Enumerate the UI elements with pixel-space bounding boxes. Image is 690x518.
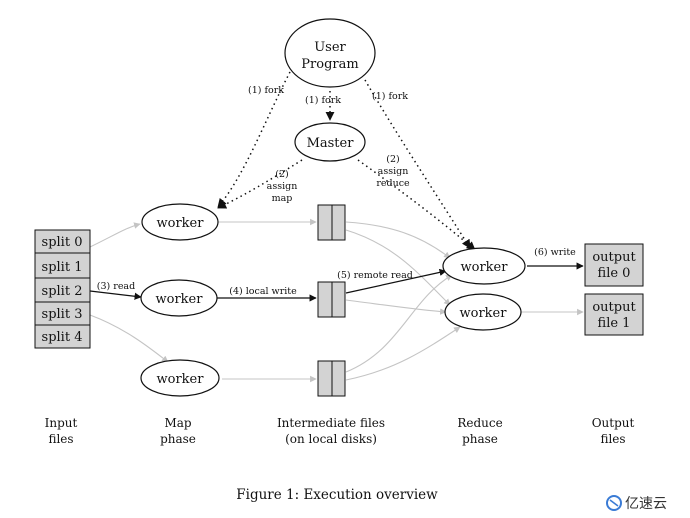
fork-left-label: (1) fork	[248, 85, 284, 96]
map-worker-2-label: worker	[156, 292, 204, 307]
split-label-3: split 3	[42, 307, 83, 322]
watermark-text: 亿速云	[625, 496, 667, 512]
phase-intermediate-line2: (on local disks)	[285, 432, 377, 446]
figure-caption: Figure 1: Execution overview	[236, 487, 438, 503]
phase-output-line2: files	[600, 432, 625, 446]
output-file-0-line2: file 0	[598, 266, 631, 281]
map-worker-3-label: worker	[157, 372, 205, 387]
phase-intermediate-line1: Intermediate files	[277, 416, 385, 430]
assign-map-label-line3: map	[272, 193, 293, 204]
edge-file2-reduce1	[345, 299, 447, 315]
fork-right-label: (1) fork	[372, 91, 408, 102]
control-edges	[217, 71, 476, 251]
split-label-2: split 2	[42, 284, 83, 299]
assign-reduce-label-line1: (2)	[386, 154, 399, 165]
edge-split0-worker1	[89, 222, 141, 248]
read-edge	[89, 290, 142, 300]
map-worker-1: worker	[141, 203, 219, 241]
intermediate-file-1	[317, 204, 346, 241]
edge-file1-reduce1	[345, 229, 451, 306]
watermark-logo-icon	[606, 495, 622, 511]
phase-labels: Input files Map phase Intermediate files…	[45, 416, 635, 446]
phase-reduce-line2: phase	[462, 432, 498, 446]
read-label: (3) read	[97, 281, 135, 292]
user-program-label-line1: User	[314, 40, 346, 55]
phase-input-line2: files	[48, 432, 73, 446]
assign-map-edge	[217, 159, 303, 209]
phase-output-line1: Output	[592, 416, 635, 430]
fork-to-reduce-edge	[364, 79, 471, 249]
fork-to-worker-edge	[217, 71, 291, 208]
assign-map-label-line2: assign	[267, 181, 298, 192]
split-box-4	[34, 324, 91, 349]
split-box-1	[34, 252, 91, 279]
output-file-1: output file 1	[584, 293, 644, 336]
output-file-1-line1: output	[592, 300, 636, 315]
input-splits: split 0 split 1 split 2 split 3 split 4	[34, 229, 91, 349]
assign-reduce-label-line2: assign	[378, 166, 409, 177]
user-program-node: User Program	[284, 18, 376, 88]
map-worker-3: worker	[140, 359, 220, 397]
write-label: (6) write	[534, 247, 576, 258]
split-label-1: split 1	[42, 260, 83, 275]
split-box-2	[34, 277, 91, 303]
assign-reduce-label-line3: reduce	[376, 178, 410, 189]
master-node: Master	[294, 122, 366, 162]
reduce-worker-1: worker	[442, 247, 526, 285]
edge-labels: (1) fork (1) fork (1) fork (2) assign ma…	[97, 85, 576, 297]
dataflow-edges	[89, 262, 584, 302]
watermark: 亿速云	[606, 495, 667, 512]
split-label-4: split 4	[42, 330, 83, 345]
edge-file3-reduce0	[345, 274, 453, 373]
output-file-0-line1: output	[592, 250, 636, 265]
reduce-worker-2-label: worker	[460, 306, 508, 321]
map-worker-1-label: worker	[157, 216, 205, 231]
edge-file1-reduce0	[345, 221, 451, 259]
master-label: Master	[307, 136, 355, 151]
output-file-1-line2: file 1	[598, 316, 631, 331]
output-file-0: output file 0	[584, 243, 644, 287]
intermediate-file-3	[317, 360, 346, 397]
split-label-0: split 0	[42, 235, 83, 250]
remote-read-label: (5) remote read	[337, 270, 413, 281]
phase-input-line1: Input	[45, 416, 78, 430]
edge-split3-worker3	[89, 314, 169, 363]
assign-reduce-edge	[357, 159, 476, 251]
remote-read-edge	[345, 268, 447, 294]
user-program-label-line2: Program	[301, 57, 358, 72]
phase-reduce-line1: Reduce	[457, 416, 502, 430]
fork-center-label: (1) fork	[305, 95, 341, 106]
faint-edges	[89, 218, 584, 383]
edge-file3-reduce1	[345, 326, 461, 381]
local-write-label: (4) local write	[229, 286, 297, 297]
intermediate-file-2	[317, 281, 346, 318]
phase-map-line1: Map	[164, 416, 191, 430]
reduce-worker-2: worker	[444, 293, 522, 331]
assign-map-label-line1: (2)	[275, 169, 288, 180]
reduce-worker-1-label: worker	[461, 260, 509, 275]
phase-map-line2: phase	[160, 432, 196, 446]
map-worker-2: worker	[140, 279, 218, 317]
